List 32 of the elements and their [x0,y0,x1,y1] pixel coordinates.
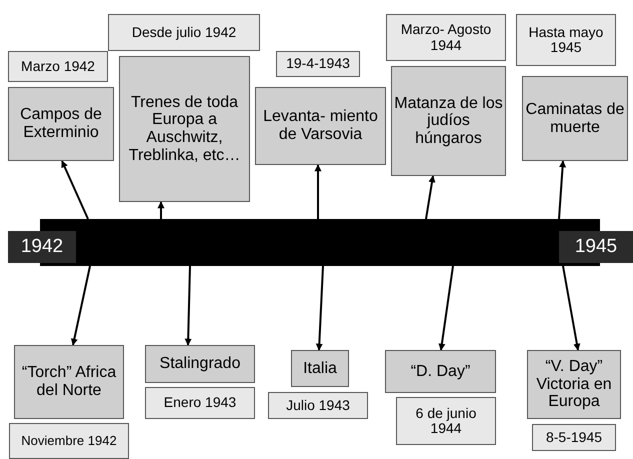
event-box: Matanza de los judíos húngaros [391,66,506,176]
arrow [316,266,324,351]
event-box: Italia [291,350,349,387]
arrow [438,266,454,351]
event-box: “D. Day” [385,350,496,393]
date-label: Marzo- Agosto 1944 [386,14,506,61]
date-label: Julio 1943 [268,392,368,419]
date-label: Noviembre 1942 [9,423,129,459]
arrow [61,160,89,220]
date-label: 8-5-1945 [532,424,616,451]
event-box: “V. Day” Victoria en Europa [527,350,621,419]
event-box: Trenes de toda Europa a Auschwitz, Treblinka, etc… [119,56,250,202]
arrow [558,160,566,220]
date-label: 6 de junio 1944 [396,397,496,445]
event-box: Campos de Exterminio [8,87,114,161]
date-label: Hasta mayo 1945 [516,14,616,66]
arrow [562,266,580,351]
event-box: “Torch” Africa del Norte [14,345,124,419]
event-box: Stalingrado [145,345,255,383]
event-box: Caminatas de muerte [522,76,628,161]
arrow [184,266,192,346]
event-box: Levanta- miento de Varsovia [255,87,386,165]
year-label: 1945 [559,231,633,263]
arrow [314,164,322,219]
arrow [425,175,436,220]
date-label: Marzo 1942 [8,51,108,82]
date-label: Desde julio 1942 [108,14,260,51]
year-label: 1942 [8,231,76,263]
date-label: 19-4-1943 [276,51,360,77]
arrow [158,201,164,219]
arrow [70,266,91,346]
date-label: Enero 1943 [145,387,255,419]
